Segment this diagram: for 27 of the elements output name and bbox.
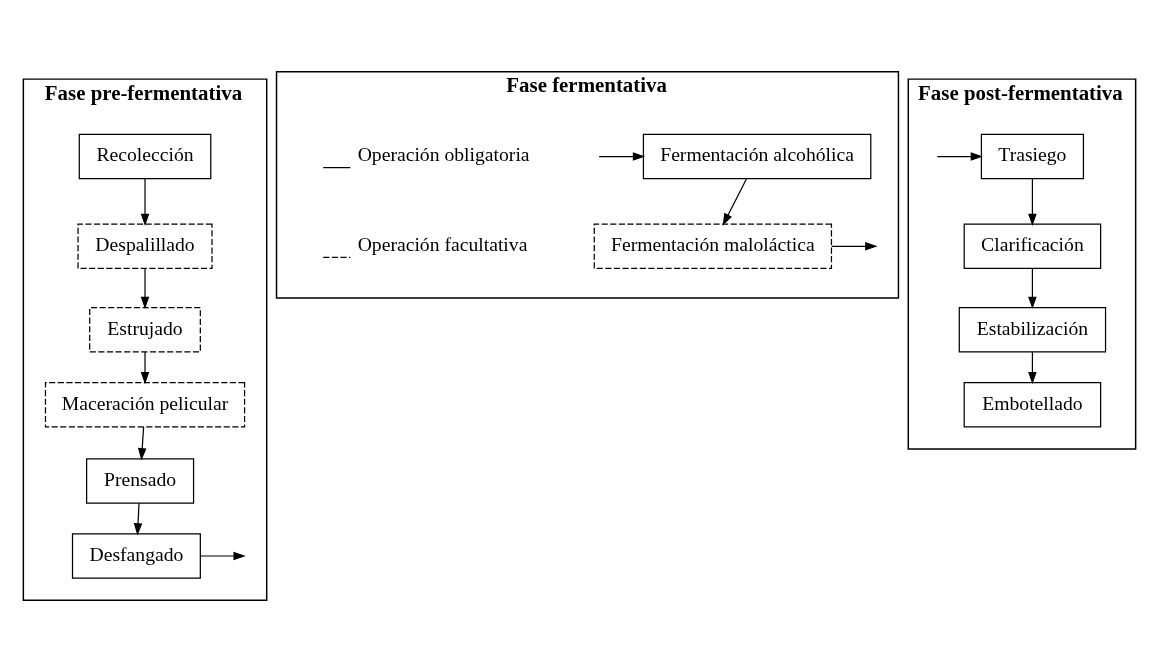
arrow (1028, 267, 1037, 309)
arrow (137, 425, 147, 460)
node-box: Fermentación maloláctica (593, 223, 833, 269)
node-box: Recolección (78, 133, 212, 179)
legend-label: Operación obligatoria (357, 142, 530, 165)
node-box: Maceración pelicular (44, 381, 246, 428)
legend-label: Operación facultativa (357, 232, 528, 255)
arrow (1028, 350, 1037, 384)
arrow (133, 502, 143, 535)
node-box: Estrujado (89, 306, 201, 353)
arrow (831, 241, 878, 251)
node-box: Clarificación (963, 223, 1102, 269)
arrow (140, 177, 150, 226)
node-box: Fermentación alcohólica (642, 133, 872, 179)
node-box: Estabilización (958, 306, 1107, 353)
node-box: Despalillado (77, 223, 213, 269)
arrow (722, 177, 747, 226)
node-box: Prensado (86, 457, 195, 504)
arrow (1028, 177, 1037, 226)
node-box: Embotellado (963, 381, 1102, 428)
arrow (598, 151, 646, 161)
arrow (140, 350, 150, 384)
arrow (936, 151, 983, 161)
node-box: Trasiego (980, 133, 1085, 179)
node-box: Desfangado (71, 532, 201, 579)
arrow (140, 267, 150, 309)
arrow (200, 551, 246, 560)
